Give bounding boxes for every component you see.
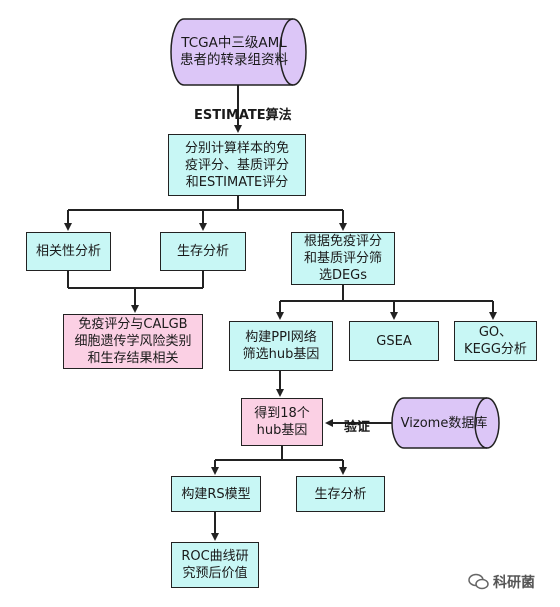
roc-node: ROC曲线研 究预后价值 <box>171 542 259 588</box>
calc-scores-node: 分别计算样本的免 疫评分、基质评分 和ESTIMATE评分 <box>168 134 306 196</box>
immune-correlation-node: 免疫评分与CALGB 细胞遗传学风险类别 和生存结果相关 <box>63 314 203 369</box>
watermark: 科研菌 <box>468 572 535 592</box>
verify-label: 验证 <box>344 420 371 435</box>
go-kegg-node: GO、 KEGG分析 <box>454 321 537 361</box>
survival-node-1: 生存分析 <box>160 232 246 271</box>
rs-model-node: 构建RS模型 <box>171 476 261 512</box>
tcga-cylinder <box>170 18 307 86</box>
watermark-text: 科研菌 <box>493 575 535 591</box>
vizome-node: Vizome数据库 <box>400 415 488 431</box>
correlation-node: 相关性分析 <box>26 232 111 271</box>
vizome-cylinder <box>391 397 500 449</box>
connectors <box>64 85 497 541</box>
degs-node: 根据免疫评分 和基质评分筛 选DEGs <box>291 232 395 285</box>
wechat-icon <box>468 573 489 590</box>
ppi-node: 构建PPI网络 筛选hub基因 <box>229 321 333 371</box>
estimate-algorithm-label: ESTIMATE算法 <box>194 108 292 123</box>
tcga-node: TCGA中三级AML 患者的转录组资料 <box>180 35 288 68</box>
survival-node-2: 生存分析 <box>296 476 385 512</box>
gsea-node: GSEA <box>349 321 439 361</box>
hub-genes-node: 得到18个 hub基因 <box>241 398 323 446</box>
